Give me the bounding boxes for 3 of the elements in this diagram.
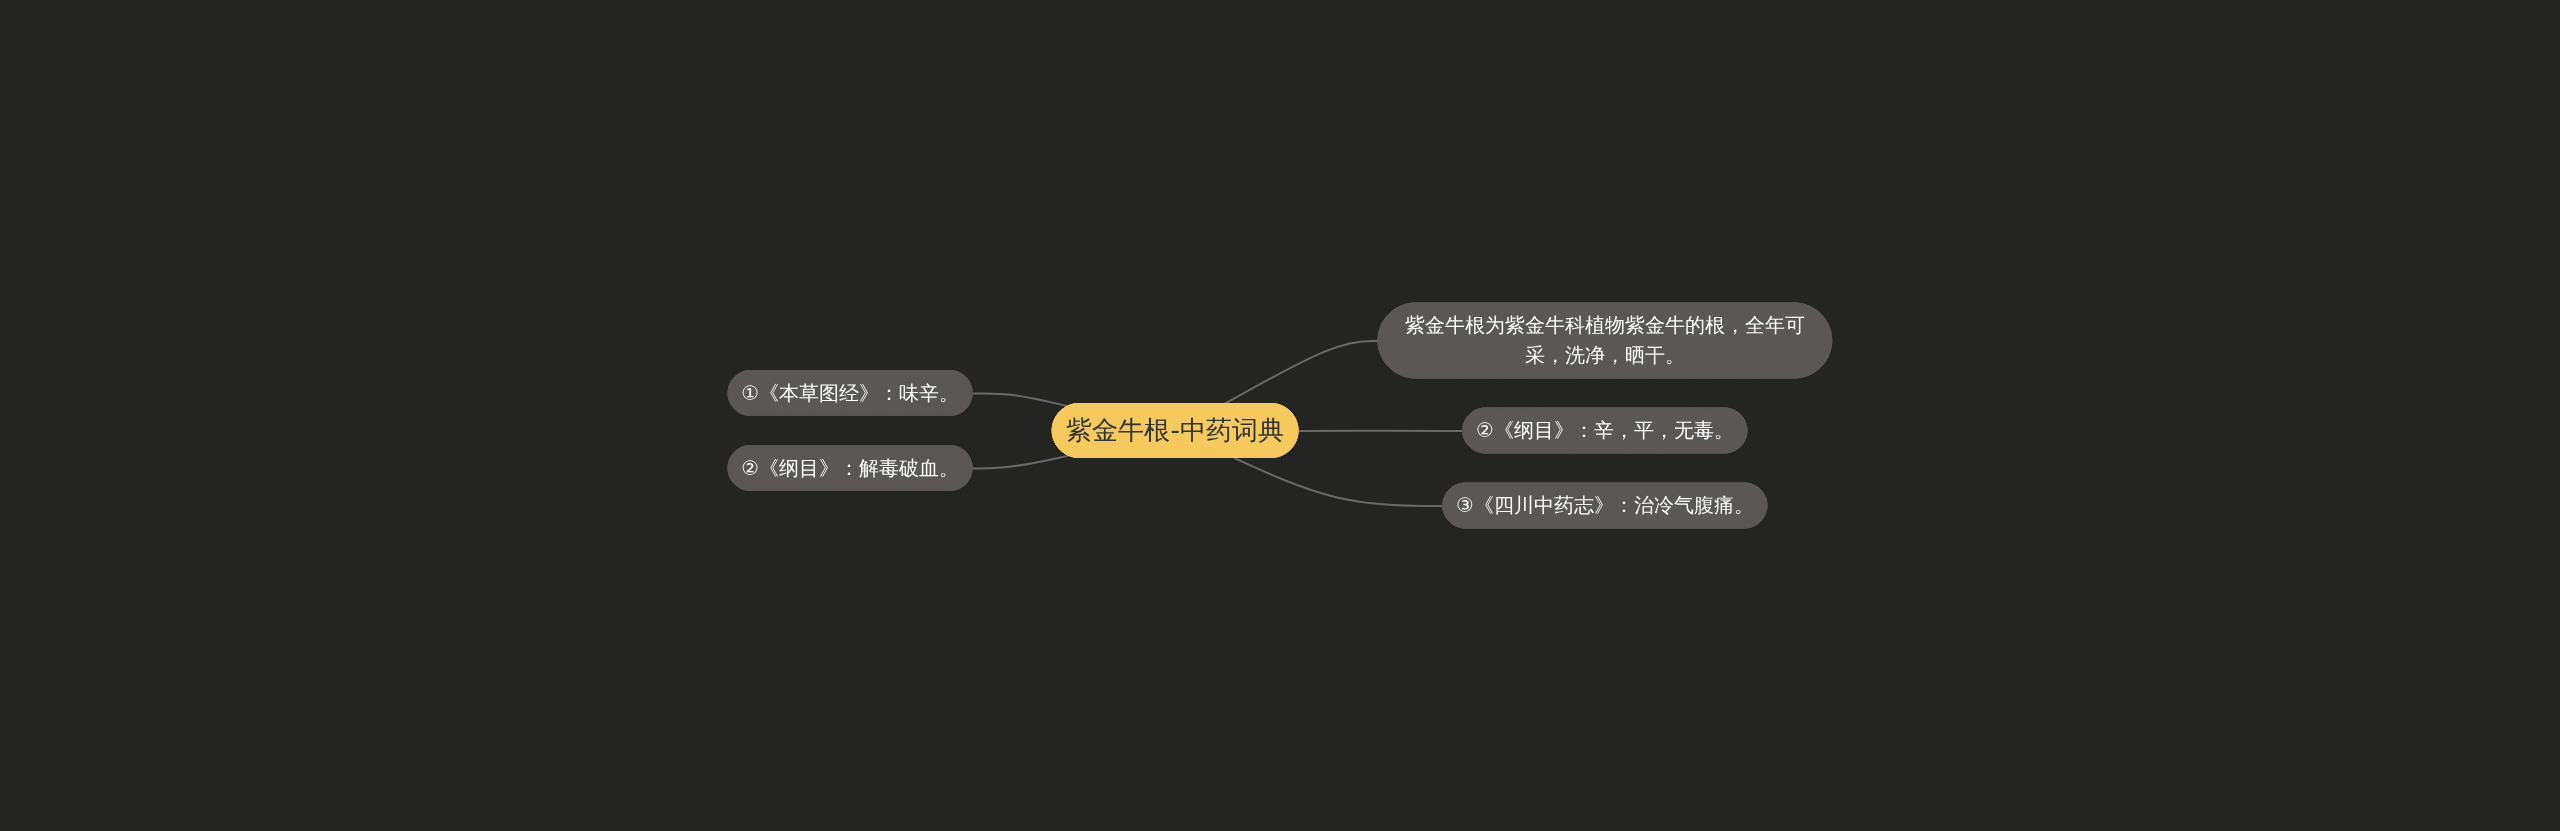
connector (1223, 339, 1380, 405)
connector (971, 454, 1070, 470)
connector (1297, 429, 1465, 432)
